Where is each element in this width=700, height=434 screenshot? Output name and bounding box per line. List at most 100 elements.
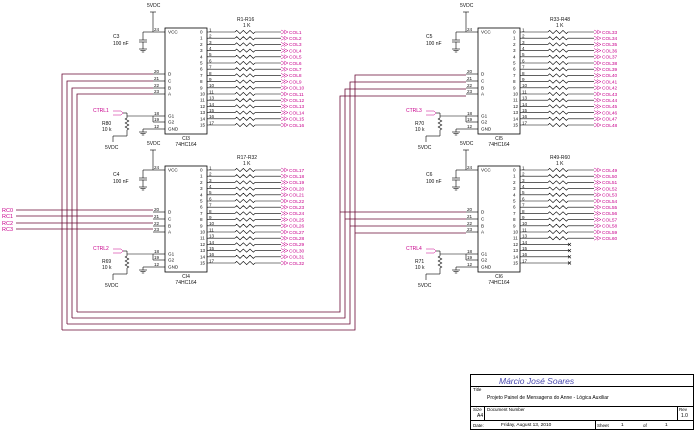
- chip-c6: [477, 165, 521, 273]
- col-arrow: [283, 248, 289, 253]
- out-pin-number: 6: [522, 58, 525, 63]
- pull-value: 10 k: [102, 265, 112, 271]
- pin-number: 20: [154, 69, 160, 74]
- out-pin-number: 5: [522, 52, 525, 57]
- col-arrow: [283, 122, 289, 128]
- pin-number: 12: [467, 262, 473, 267]
- pin-label: GND: [481, 127, 492, 132]
- out-pin-number: 9: [522, 215, 525, 220]
- chip-part: 74HC164: [175, 280, 196, 286]
- date-label: Date:: [473, 423, 484, 428]
- pin-number: 22: [467, 221, 473, 226]
- resistor-symbol: [234, 242, 256, 247]
- pin-label: G2: [168, 120, 175, 125]
- cap-value: 100 nF: [426, 41, 442, 47]
- vdc-label: 5VDC: [105, 283, 119, 289]
- pin-label: B: [481, 86, 484, 91]
- out-pin-label: 11: [200, 236, 205, 241]
- pin-label: A: [481, 92, 485, 97]
- col-label: COL30: [289, 248, 305, 254]
- out-pin-number: 16: [209, 114, 215, 119]
- cap-value: 100 nF: [113, 179, 129, 185]
- resistor-ref: R33-R48: [550, 17, 570, 23]
- resistor-value: 1 K: [243, 161, 251, 167]
- nc-mark: [567, 242, 572, 247]
- col-label: COL23: [289, 205, 305, 211]
- col-arrow: [283, 229, 289, 235]
- out-pin-label: 4: [200, 192, 203, 197]
- col-arrow: [280, 223, 286, 229]
- col-arrow: [593, 217, 599, 222]
- author-name: Márcio José Soares: [499, 376, 575, 386]
- col-label: COL14: [289, 110, 305, 116]
- out-pin-label: 7: [513, 211, 516, 216]
- pin-number: 21: [154, 214, 160, 219]
- out-pin-number: 13: [209, 96, 215, 101]
- nc-mark: [567, 261, 572, 265]
- ctrl-arrow: [113, 110, 124, 116]
- out-pin-number: 6: [209, 196, 212, 201]
- pin-label: G2: [481, 120, 488, 125]
- out-pin-label: 13: [200, 248, 206, 253]
- col-label: COL27: [289, 230, 305, 236]
- col-label: COL31: [289, 255, 305, 261]
- out-pin-number: 15: [209, 246, 215, 251]
- col-arrow: [280, 91, 286, 97]
- bus-wire: [67, 81, 466, 325]
- col-arrow: [593, 29, 599, 35]
- pin-number: 21: [154, 76, 160, 81]
- out-pin-number: 7: [522, 203, 525, 208]
- pin-number: 18: [467, 249, 473, 254]
- out-pin-number: 9: [209, 77, 212, 82]
- col-label: COL36: [602, 48, 618, 54]
- resistor-symbol: [547, 122, 569, 128]
- resistor-symbol: [234, 36, 256, 41]
- pull-ref: R71: [415, 259, 424, 265]
- rc-label-0: RC0: [2, 208, 13, 214]
- col-arrow: [593, 91, 599, 97]
- col-arrow: [283, 204, 289, 210]
- resistor-symbol: [547, 91, 569, 97]
- out-pin-label: 0: [200, 30, 203, 35]
- chip-ref: CI6: [495, 274, 503, 280]
- out-pin-label: 13: [200, 110, 206, 115]
- col-arrow: [593, 48, 599, 53]
- pin-number: 12: [467, 124, 473, 129]
- out-pin-label: 15: [513, 123, 519, 128]
- pin-number: 21: [467, 76, 473, 81]
- resistor-symbol: [234, 167, 256, 173]
- col-arrow: [593, 54, 599, 60]
- out-pin-number: 8: [209, 71, 212, 76]
- col-arrow: [596, 48, 602, 53]
- resistor-symbol: [547, 36, 569, 41]
- sheet-value: 1: [621, 423, 624, 428]
- ctrl-label: CTRL1: [93, 108, 109, 114]
- col-arrow: [593, 167, 599, 173]
- out-pin-label: 12: [200, 242, 206, 247]
- out-pin-label: 9: [513, 223, 516, 228]
- col-arrow: [593, 235, 599, 241]
- out-pin-number: 6: [209, 58, 212, 63]
- col-label: COL21: [289, 193, 305, 199]
- out-pin-number: 14: [209, 240, 215, 245]
- out-pin-number: 17: [522, 120, 528, 125]
- out-pin-label: 3: [513, 48, 516, 53]
- out-pin-number: 5: [522, 190, 525, 195]
- col-arrow: [283, 223, 289, 229]
- chip-part: 74HC164: [488, 142, 509, 148]
- col-arrow: [280, 42, 286, 47]
- col-label: COL16: [289, 123, 305, 129]
- col-label: COL26: [289, 224, 305, 230]
- resistor-symbol: [547, 198, 569, 204]
- col-arrow: [596, 229, 602, 235]
- resistor-symbol: [234, 198, 256, 204]
- out-pin-label: 12: [513, 242, 519, 247]
- resistor-symbol: [124, 255, 130, 269]
- pin-label: VCC: [168, 30, 178, 35]
- sheet-label: Sheet: [597, 423, 609, 428]
- out-pin-number: 4: [522, 184, 525, 189]
- resistor-value: 1 K: [243, 23, 251, 29]
- out-pin-label: 7: [200, 211, 203, 216]
- col-arrow: [596, 217, 602, 222]
- col-label: COL4: [289, 48, 302, 54]
